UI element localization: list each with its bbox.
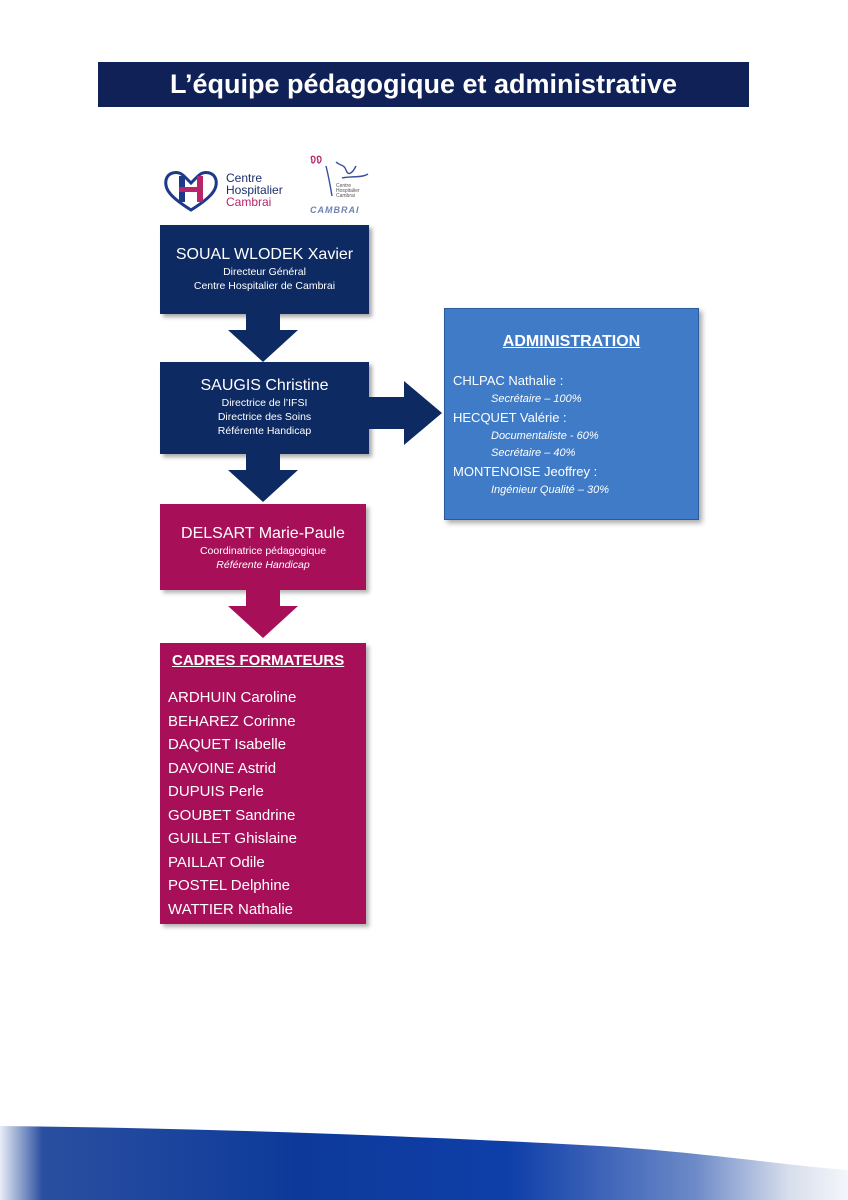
admin-person-name: MONTENOISE Jeoffrey : [453, 464, 598, 479]
down-arrow-icon [228, 454, 298, 502]
right-arrow-icon [366, 381, 442, 445]
coordinator-name: DELSART Marie-Paule [181, 525, 345, 542]
admin-person-role: Documentaliste - 60% [491, 430, 599, 442]
coordinator-role: Coordinatrice pédagogique [199, 545, 327, 557]
ifsi-director-role: Référente Handicap [217, 425, 312, 437]
admin-person-name: CHLPAC Nathalie : [453, 373, 564, 388]
centre-hospitalier-name: Centre Hospitalier Cambrai [226, 172, 283, 208]
trainers-heading: CADRES FORMATEURS [172, 652, 345, 669]
logo-line-1: Centre [226, 171, 263, 185]
logos: Centre Hospitalier Cambrai Centre Hospit… [160, 150, 372, 222]
logo-line-2: Hospitalier [226, 183, 283, 197]
ifsi-director-name: SAUGIS Christine [200, 377, 329, 394]
administration-heading: ADMINISTRATION [502, 333, 641, 350]
trainer-name: PAILLAT Odile [168, 853, 265, 871]
trainer-name: DAQUET Isabelle [168, 736, 287, 753]
ifsi-director-role: Directrice des Soins [217, 411, 312, 423]
admin-person-role: Secrétaire – 100% [491, 393, 582, 405]
coordinator-role-2: Référente Handicap [216, 559, 310, 571]
trainer-name: GUILLET Ghislaine [168, 830, 297, 847]
down-arrow-icon [228, 590, 298, 638]
footer-wave-band [0, 1126, 848, 1200]
logo-line-3: Cambrai [226, 195, 272, 209]
administration-list: CHLPAC Nathalie : Secrétaire – 100% HECQ… [453, 371, 609, 499]
director-role: Directeur Général [223, 266, 306, 278]
ifsi-logo-icon [310, 155, 369, 197]
trainer-name: DUPUIS Perle [168, 783, 264, 800]
admin-person-role: Ingénieur Qualité – 30% [491, 484, 610, 496]
trainers-box: CADRES FORMATEURS ARDHUIN Caroline BEHAR… [160, 643, 366, 924]
administration-box: ADMINISTRATION CHLPAC Nathalie : Secréta… [444, 308, 699, 520]
coordinator-box: DELSART Marie-Paule Coordinatrice pédago… [160, 504, 366, 590]
ifsi-director-role: Directrice de l’IFSI [221, 397, 308, 409]
trainer-name: BEHAREZ Corinne [168, 712, 296, 730]
trainers-list: ARDHUIN Caroline BEHAREZ Corinne DAQUET … [168, 686, 297, 921]
ifsi-director-box: SAUGIS Christine Directrice de l’IFSI Di… [160, 362, 369, 454]
ifsi-logo-subtext: Centre Hospitalier Cambrai [336, 183, 360, 199]
trainer-name: WATTIER Nathalie [168, 900, 294, 918]
admin-person-name: HECQUET Valérie : [453, 410, 567, 425]
trainer-name: POSTEL Delphine [168, 877, 291, 894]
page-title: L’équipe pédagogique et administrative [98, 62, 749, 107]
admin-person-role: Secrétaire – 40% [491, 447, 576, 459]
down-arrow-icon [228, 314, 298, 362]
trainer-name: GOUBET Sandrine [168, 806, 296, 824]
centre-hospitalier-logo-icon [164, 171, 218, 212]
director-org: Centre Hospitalier de Cambrai [193, 280, 336, 292]
trainer-name: ARDHUIN Caroline [168, 689, 297, 706]
director-name: SOUAL WLODEK Xavier [175, 246, 354, 263]
director-box: SOUAL WLODEK Xavier Directeur Général Ce… [160, 225, 369, 314]
trainer-name: DAVOINE Astrid [168, 759, 277, 777]
ifsi-logo-caption: CAMBRAI [310, 205, 360, 215]
